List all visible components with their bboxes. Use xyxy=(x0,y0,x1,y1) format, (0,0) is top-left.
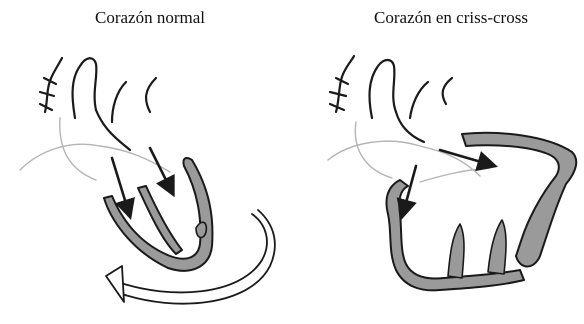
right-ventricle-wall xyxy=(462,133,576,267)
papillary-muscle xyxy=(196,222,206,237)
aortic-arch xyxy=(370,60,396,118)
rotation-arrow xyxy=(118,214,267,292)
flow-arrow-2 xyxy=(150,148,170,188)
superior-vena-cava xyxy=(336,56,354,112)
superior-vena-cava xyxy=(45,58,62,112)
rotation-arrowhead xyxy=(106,266,124,302)
atrial-outline xyxy=(20,144,170,172)
atrial-outline-2 xyxy=(355,122,392,178)
criss-cross-heart-drawing xyxy=(328,56,576,290)
aortic-arch xyxy=(73,58,97,118)
pulmonary-artery xyxy=(112,78,156,122)
papillary-muscle-1 xyxy=(448,224,464,278)
atrial-outline-2 xyxy=(60,118,96,180)
vena-cava-branch xyxy=(40,78,56,110)
papillary-muscle-2 xyxy=(488,220,506,274)
normal-heart-drawing xyxy=(20,58,275,304)
vena-cava-branch xyxy=(330,78,348,110)
flow-arrow-1 xyxy=(440,150,488,164)
pulmonary-artery xyxy=(410,78,452,118)
atrial-outline xyxy=(328,141,480,176)
